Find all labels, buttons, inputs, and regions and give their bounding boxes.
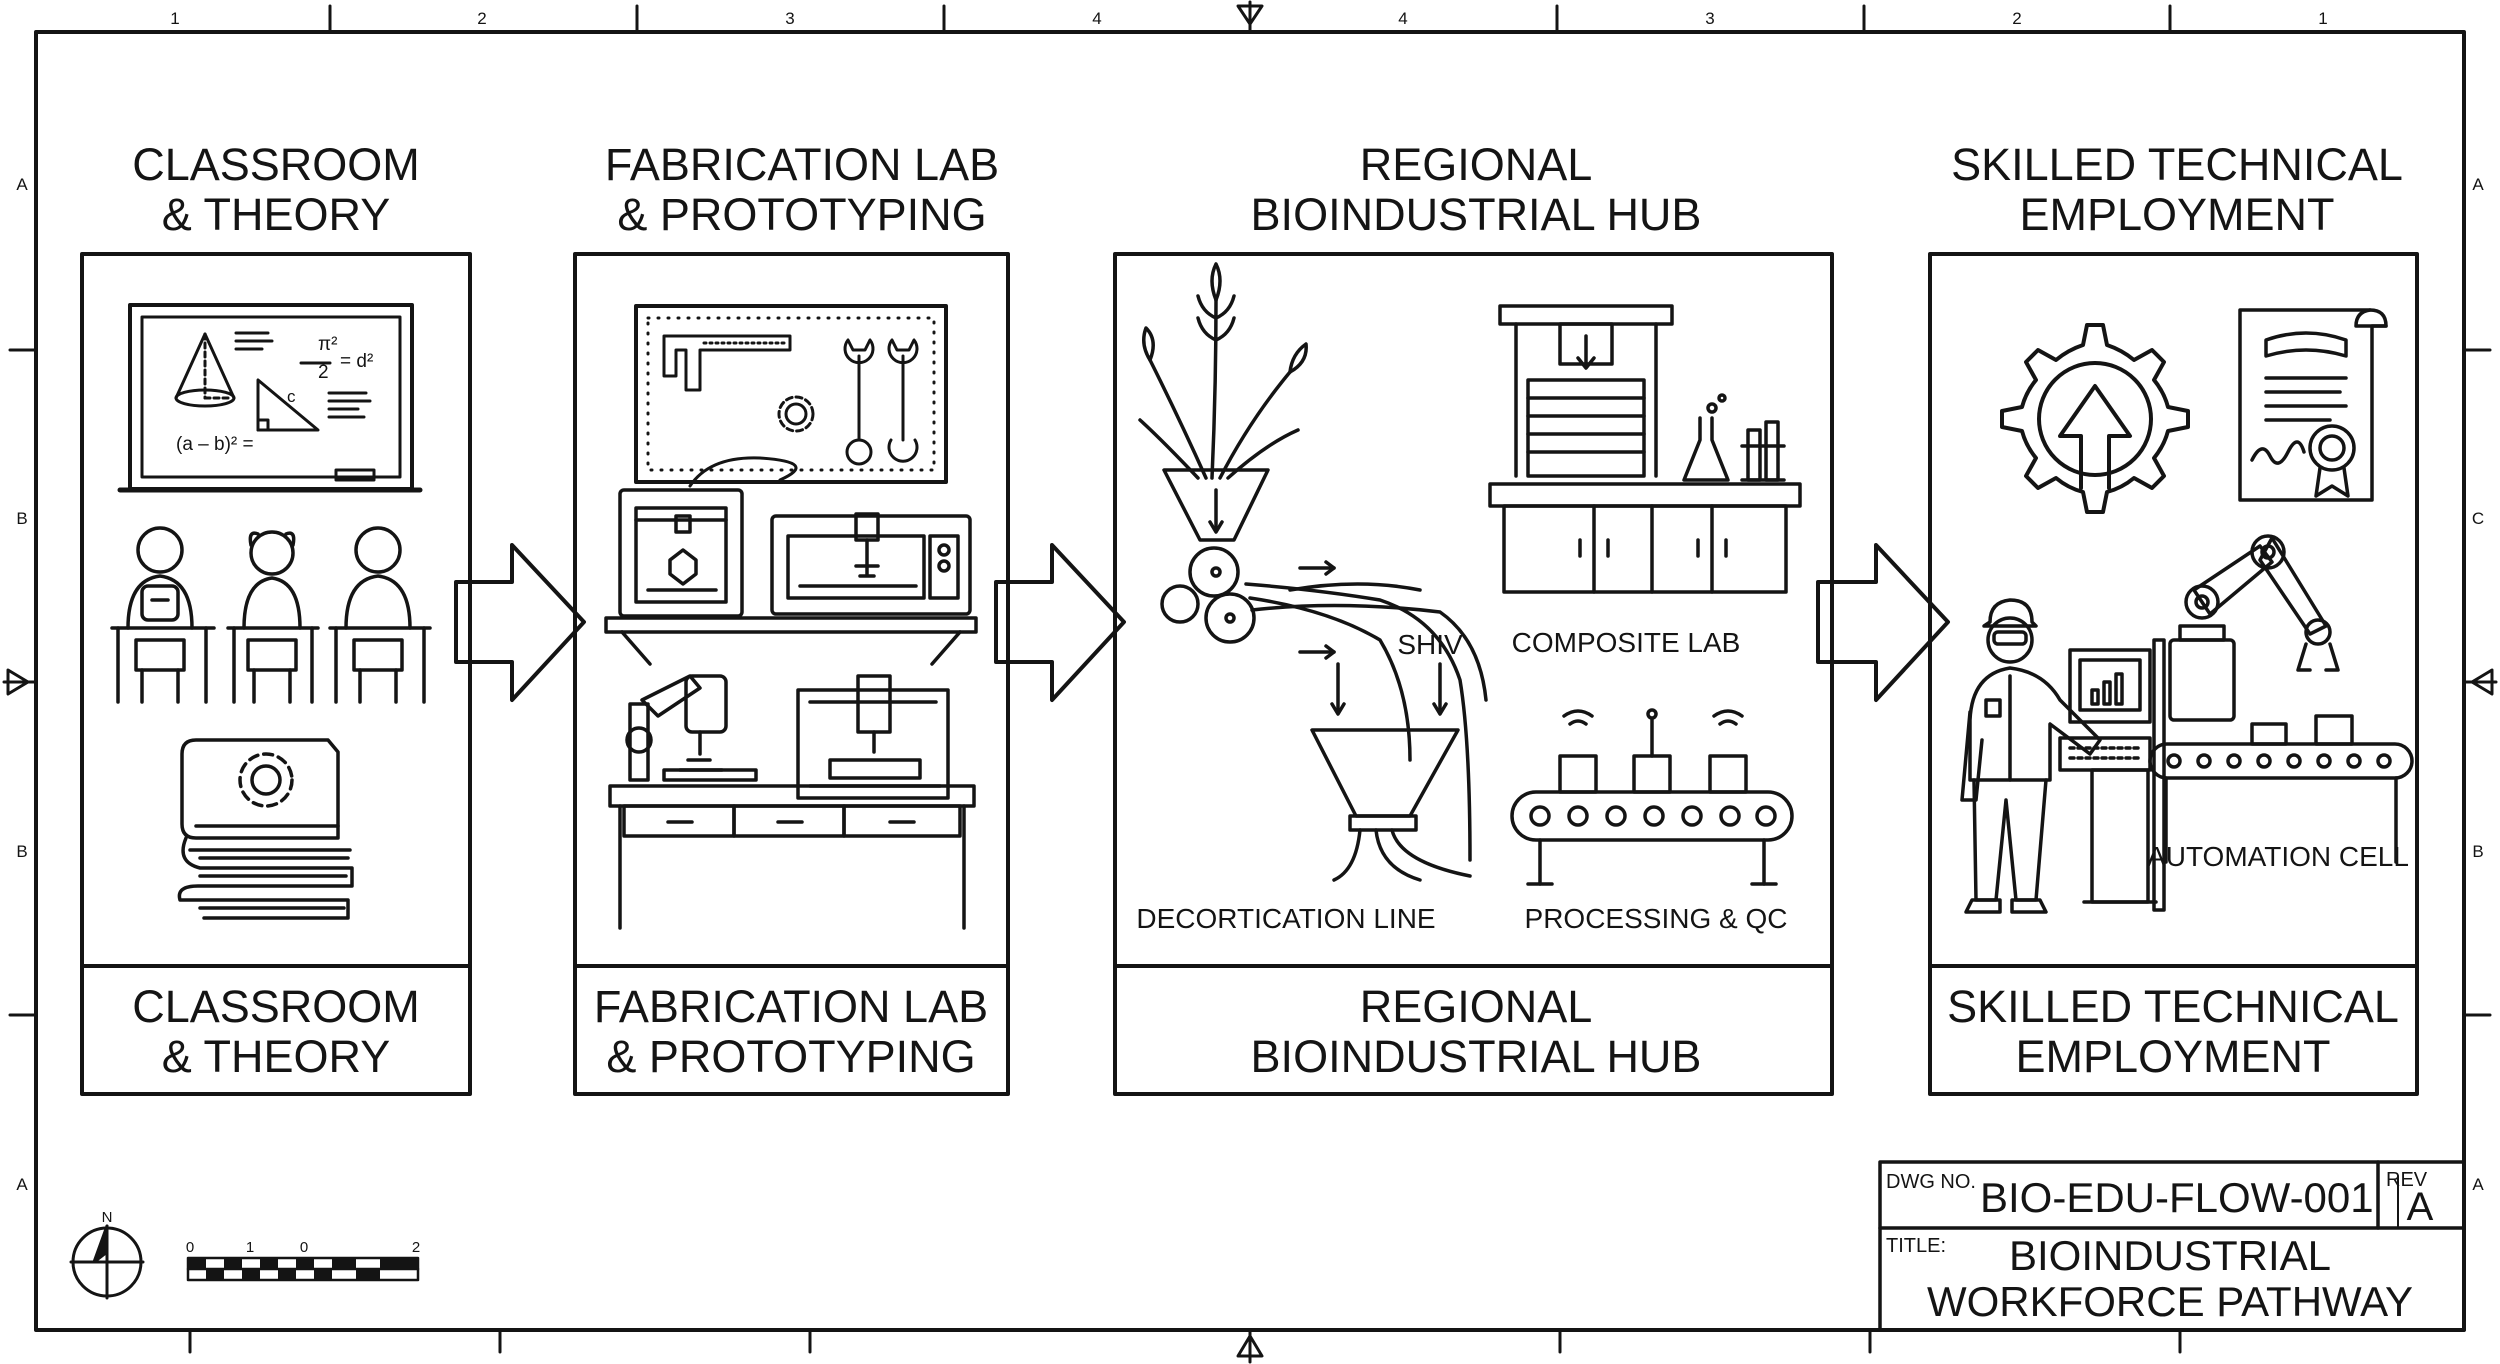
laser-cutter-icon (770, 512, 972, 616)
stage-3-title-line-1: REGIONAL (1360, 139, 1593, 190)
lab-glassware-icon (1682, 393, 1786, 482)
drill-press-icon (625, 674, 758, 782)
technician-icon (1960, 598, 2102, 914)
stage-4-title-line-1: SKILLED TECHNICAL (1951, 139, 2403, 190)
workbench (608, 784, 976, 930)
stage-3-footer-line-1: REGIONAL (1360, 981, 1593, 1032)
stage-footers: CLASSROOM & THEORY FABRICATION LAB & PRO… (132, 981, 2399, 1082)
north-arrow-icon: N (69, 1209, 145, 1300)
ruler-left-2: B (16, 509, 27, 528)
stage-titles: CLASSROOM & THEORY FABRICATION LAB & PRO… (132, 139, 2403, 240)
label-automation-cell: AUTOMATION CELL (2147, 841, 2409, 872)
stage-4-footer-line-1: SKILLED TECHNICAL (1947, 981, 2399, 1032)
stage-3-footer-line-2: BIOINDUSTRIAL HUB (1251, 1031, 1702, 1082)
ruler-right-1: A (2472, 175, 2484, 194)
decortication-rollers-icon: SHIV DECORTICATION LINE (1136, 546, 1488, 934)
chalkboard-tri-label: c (287, 387, 296, 406)
flow-arrow-1-icon (454, 543, 586, 702)
label-composite-lab: COMPOSITE LAB (1512, 627, 1741, 658)
lab-cabinet-icon: COMPOSITE LAB (1488, 482, 1802, 658)
stage-4-footer-line-2: EMPLOYMENT (2015, 1031, 2330, 1082)
chalkboard-icon: (a – b)² = π² 2 = d² c (117, 303, 423, 493)
stage-4-panel (1928, 252, 2419, 1096)
tool-pegboard-icon (634, 304, 948, 488)
rev-value: A (2407, 1185, 2434, 1229)
chalkboard-eq4: = d² (340, 351, 373, 372)
ruler-labels: 1 2 3 4 4 3 2 1 A B B A A C B A (16, 9, 2484, 1194)
gear-book-stack-icon (177, 738, 354, 920)
ruler-top-1: 1 (170, 9, 179, 28)
top-ruler-ticks (188, 4, 2182, 1354)
stage-2-title-line-2: & PROTOTYPING (617, 189, 986, 240)
scale-label-3: 0 (300, 1239, 308, 1256)
robot-arm-icon: AUTOMATION CELL (2147, 534, 2414, 872)
label-shiv: SHIV (1397, 629, 1463, 660)
flow-arrow-2-icon (994, 543, 1126, 702)
scale-bar: 0 1 0 2 (186, 1239, 420, 1282)
ruler-top-3: 3 (785, 9, 794, 28)
label-processing-qc: PROCESSING & QC (1525, 903, 1788, 934)
stage-1-footer-line-1: CLASSROOM (132, 981, 420, 1032)
scale-label-2: 1 (246, 1239, 254, 1256)
side-ruler-ticks (8, 348, 2492, 1017)
label-decortication-line: DECORTICATION LINE (1136, 903, 1435, 934)
stage-2-footer-line-1: FABRICATION LAB (594, 981, 988, 1032)
ruler-top-5: 4 (1398, 9, 1407, 28)
ruler-top-2: 2 (477, 9, 486, 28)
stage-1-panel (80, 252, 472, 1096)
lab-shelf (604, 616, 978, 666)
stage-1-title-line-2: & THEORY (162, 189, 390, 240)
dwg-no-value: BIO-EDU-FLOW-001 (1980, 1174, 2374, 1221)
chalkboard-eq1: (a – b)² = (176, 434, 254, 455)
stage-2-footer-line-2: & PROTOTYPING (606, 1031, 975, 1082)
stage-3-title-line-2: BIOINDUSTRIAL HUB (1251, 189, 1702, 240)
title-line-2: WORKFORCE PATHWAY (1927, 1278, 2413, 1325)
stage-panels (80, 252, 2419, 1096)
ruler-top-4: 4 (1092, 9, 1101, 28)
ruler-top-8: 1 (2318, 9, 2327, 28)
stage-1-title-line-1: CLASSROOM (132, 139, 420, 190)
chalkboard-eq3: 2 (318, 362, 329, 383)
ruler-right-4: A (2472, 1175, 2484, 1194)
ruler-left-3: B (16, 842, 27, 861)
north-label: N (102, 1209, 113, 1226)
hydraulic-press-icon (1498, 304, 1674, 478)
title-label: TITLE: (1886, 1235, 1946, 1257)
flow-arrow-3-icon (1816, 543, 1950, 702)
flow-arrows (454, 543, 1950, 702)
cnc-mill-icon (796, 674, 950, 800)
ruler-left-4: A (16, 1175, 28, 1194)
title-line-1: BIOINDUSTRIAL (2009, 1232, 2331, 1279)
ruler-top-6: 3 (1705, 9, 1714, 28)
conveyor-icon: PROCESSING & QC (1510, 708, 1794, 934)
ruler-top-7: 2 (2012, 9, 2021, 28)
students-at-desks-icon (110, 526, 432, 704)
control-terminal-icon (2058, 638, 2166, 912)
3d-printer-icon (618, 488, 744, 618)
scale-label-4: 2 (412, 1239, 420, 1256)
ruler-right-2: C (2472, 509, 2484, 528)
certificate-icon (2238, 308, 2388, 502)
dwg-no-label: DWG NO. (1886, 1171, 1976, 1193)
title-block: DWG NO. BIO-EDU-FLOW-001 REV A TITLE: BI… (1878, 1160, 2466, 1332)
ruler-right-3: B (2472, 842, 2483, 861)
stage-1-footer-line-2: & THEORY (162, 1031, 390, 1082)
stage-2-panel (573, 252, 1010, 1096)
crop-plant-icon (1138, 262, 1308, 542)
ruler-left-1: A (16, 175, 28, 194)
scale-label-1: 0 (186, 1239, 194, 1256)
gear-arrow-icon (2000, 323, 2190, 514)
stage-2-title-line-1: FABRICATION LAB (605, 139, 999, 190)
stage-4-title-line-2: EMPLOYMENT (2019, 189, 2334, 240)
rev-label: REV (2386, 1169, 2428, 1191)
chalkboard-eq2: π² (318, 334, 337, 355)
stage-3-panel (1113, 252, 1834, 1096)
